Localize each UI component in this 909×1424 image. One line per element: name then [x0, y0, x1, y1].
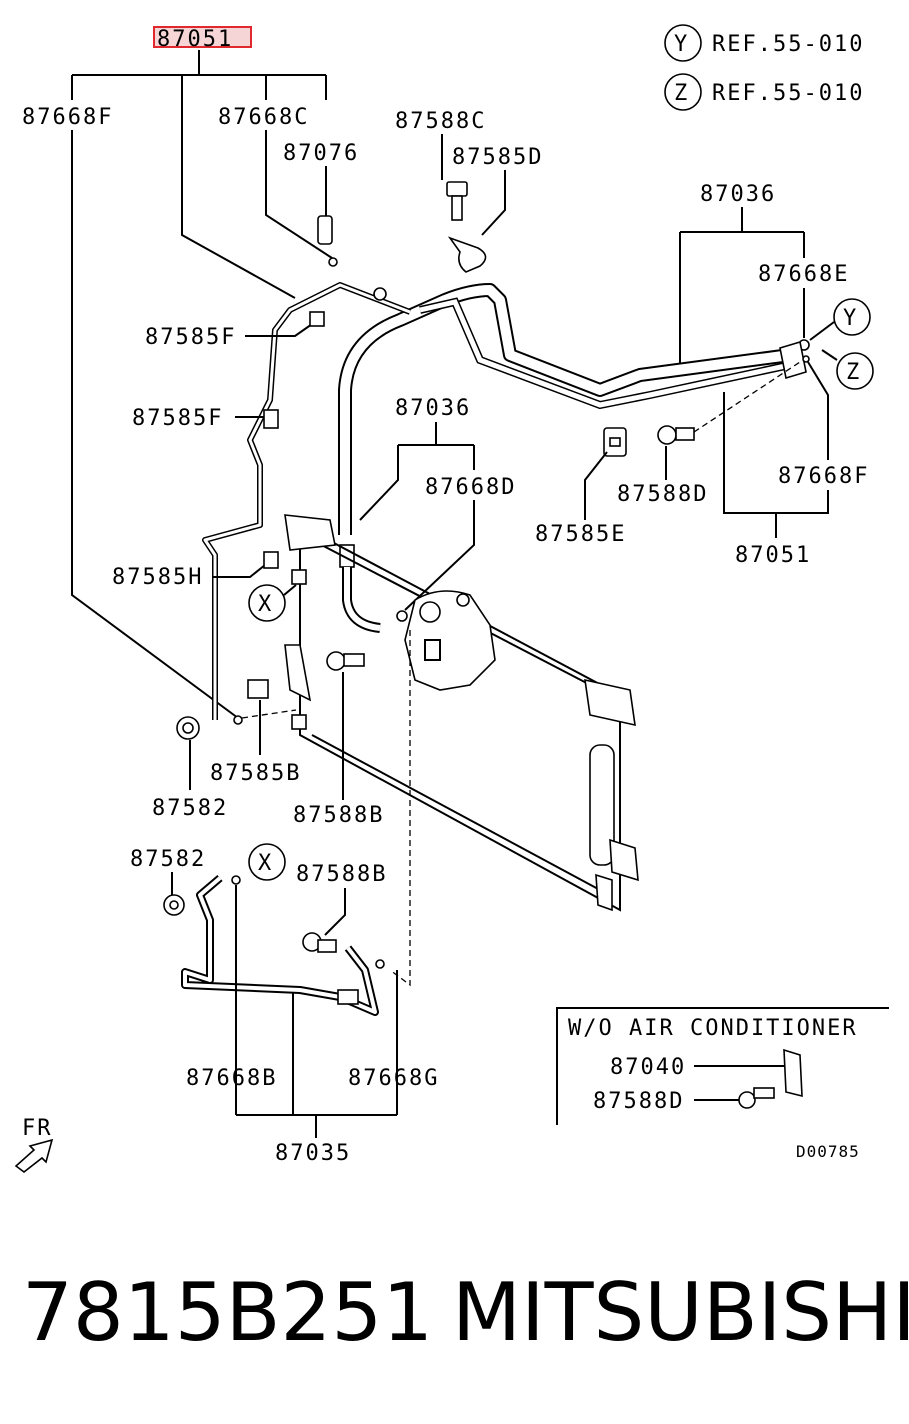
part-87582-a[interactable]: 87582	[152, 796, 228, 821]
footer-brand: MITSUBISHI	[452, 1266, 909, 1359]
dashed-bolt-87588D	[693, 361, 801, 433]
part-87585F-a[interactable]: 87585F	[145, 325, 236, 350]
ref-callout-z	[664, 73, 702, 111]
callout-x-2	[248, 843, 286, 881]
condenser	[284, 514, 639, 912]
part-87585F-b[interactable]: 87585F	[132, 406, 223, 431]
callout-y-letter: Y	[843, 306, 858, 331]
part-87585H[interactable]: 87585H	[112, 565, 203, 590]
bracket-87036-top	[679, 207, 805, 365]
ref-text-z[interactable]: REF.55-010	[712, 81, 864, 106]
part-87588C[interactable]: 87588C	[395, 109, 486, 134]
suction-hose-87036	[338, 283, 807, 633]
callout-x-2-letter: X	[258, 851, 273, 876]
bolt-87588D-box	[738, 1087, 775, 1109]
clamp-87585H	[263, 551, 279, 569]
bolt-87588B-mid	[326, 651, 365, 671]
bracket-87036-mid	[359, 422, 475, 521]
clamp-87585B	[247, 679, 269, 699]
leader-87668F-left	[71, 130, 239, 719]
bracket-87051-right	[723, 392, 829, 538]
leader-87668D	[404, 500, 475, 611]
inset-title: W/O AIR CONDITIONER	[568, 1016, 858, 1041]
leader-callout-y	[809, 321, 835, 341]
part-87051-right[interactable]: 87051	[735, 543, 811, 568]
bolt-87588D-mid	[657, 425, 695, 445]
o-ring-87668G	[375, 959, 385, 969]
bracket-87051	[71, 50, 327, 100]
part-87588D-box[interactable]: 87588D	[593, 1089, 684, 1114]
o-ring-87668F-left	[233, 715, 243, 725]
bolt-87588B-lower	[302, 932, 337, 953]
fr-arrow-icon	[14, 1138, 54, 1174]
part-87668C[interactable]: 87668C	[218, 105, 309, 130]
leader-87585F-a	[245, 321, 316, 337]
discharge-pipe-87035	[181, 874, 379, 1016]
part-87668E[interactable]: 87668E	[758, 262, 849, 287]
callout-x-1	[248, 584, 286, 622]
part-87585E[interactable]: 87585E	[535, 522, 626, 547]
clamp-87585F-b	[263, 409, 279, 429]
liquid-pipe-87051	[202, 282, 412, 720]
callout-z	[836, 352, 874, 390]
ref-letter-z: Z	[674, 81, 689, 106]
part-87036-top[interactable]: 87036	[700, 182, 776, 207]
compressor	[404, 590, 496, 691]
leader-87588B-b	[324, 888, 346, 936]
highlight-box	[153, 26, 252, 48]
fr-label: FR	[22, 1116, 53, 1141]
footer-part-number: 7815B251	[22, 1266, 433, 1359]
o-ring-87668B	[231, 875, 241, 885]
part-87668F-right[interactable]: 87668F	[778, 464, 869, 489]
leader-87585E	[584, 451, 608, 520]
part-87036-mid[interactable]: 87036	[395, 396, 471, 421]
leader-callout-z	[821, 349, 838, 361]
plate-87040	[783, 1048, 803, 1098]
part-87668G[interactable]: 87668G	[348, 1066, 439, 1091]
leader-callout-x-1	[283, 584, 297, 596]
part-87668B[interactable]: 87668B	[186, 1066, 277, 1091]
nut-87582-a	[176, 716, 200, 740]
leader-87051-pipe	[181, 100, 296, 299]
o-ring-87668C	[328, 257, 338, 267]
part-87582-b[interactable]: 87582	[130, 847, 206, 872]
part-87585B[interactable]: 87585B	[210, 761, 301, 786]
leader-87585H	[212, 564, 266, 578]
clamp-87585F-a	[309, 311, 325, 327]
part-87588B-b[interactable]: 87588B	[296, 862, 387, 887]
part-87668F-left[interactable]: 87668F	[22, 105, 113, 130]
callout-x-1-letter: X	[258, 592, 273, 617]
part-87040[interactable]: 87040	[610, 1055, 686, 1080]
part-87588D-mid[interactable]: 87588D	[617, 482, 708, 507]
drawing-code: D00785	[796, 1142, 860, 1161]
leader-87668F-right	[807, 361, 829, 460]
part-87668D[interactable]: 87668D	[425, 475, 516, 500]
part-87035[interactable]: 87035	[275, 1141, 351, 1166]
part-87076[interactable]: 87076	[283, 141, 359, 166]
nut-87582-b	[163, 894, 185, 916]
callout-z-letter: Z	[846, 360, 861, 385]
bracket-87035	[235, 885, 398, 1138]
callout-y	[833, 298, 871, 336]
ref-text-y[interactable]: REF.55-010	[712, 32, 864, 57]
dashed-compressor-down	[389, 630, 411, 987]
ref-callout-y	[664, 24, 702, 62]
ref-letter-y: Y	[674, 32, 689, 57]
dashed-87668F-left	[241, 709, 297, 719]
leader-87585D	[481, 170, 506, 236]
leader-87668C	[265, 130, 333, 259]
clamp-87585D	[447, 236, 487, 273]
part-87585D[interactable]: 87585D	[452, 145, 543, 170]
valve-87076	[317, 215, 333, 245]
clamp-87585E	[603, 427, 627, 457]
o-ring-87668F-right	[802, 355, 810, 363]
o-ring-87668D	[396, 610, 408, 622]
part-87051-top[interactable]: 87051	[157, 27, 233, 52]
bolt-87588C	[446, 181, 468, 221]
inset-box	[556, 1007, 889, 1125]
part-87588B-a[interactable]: 87588B	[293, 803, 384, 828]
